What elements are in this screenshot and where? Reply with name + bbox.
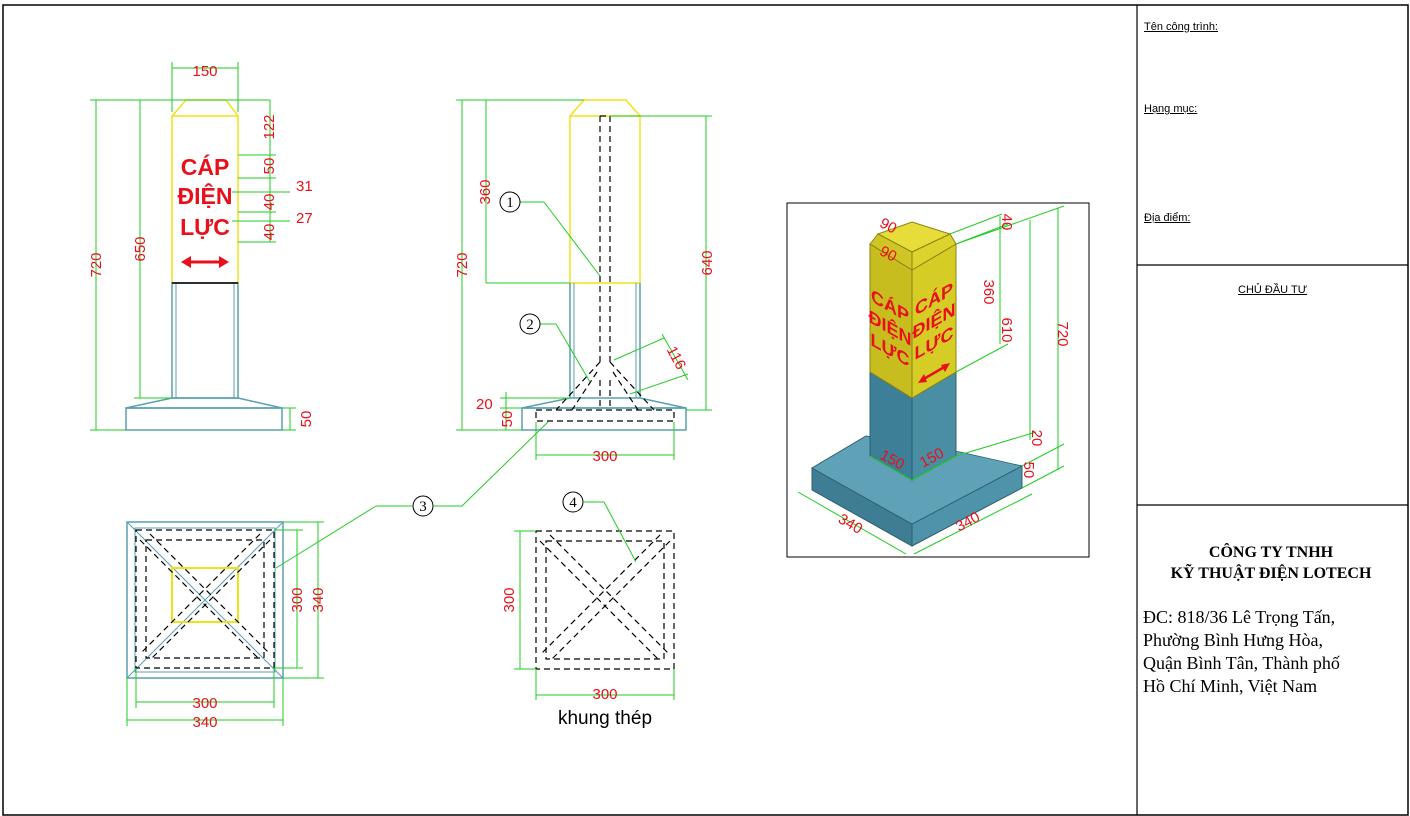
front-sign-line-1: CÁP: [181, 153, 230, 180]
callout-3-circle: [412, 495, 434, 517]
side-view: 360 720 640 116 20 50 300 1 2: [454, 99, 716, 465]
callout-4-circle: [562, 491, 584, 513]
company-address: ĐC: 818/36 Lê Trọng Tấn, Phường Bình Hưn…: [1143, 606, 1405, 698]
front-dim-50: 50: [261, 158, 278, 175]
company-name-line-1: CÔNG TY TNHH: [1208, 544, 1334, 561]
side-dim-20: 20: [476, 396, 493, 413]
category-label: Hạng mục:: [1144, 103, 1198, 115]
iso-dim-610: 610: [998, 317, 1015, 342]
front-dim-base-50: 50: [298, 411, 315, 428]
frame-view: 300 300 4 khung thép: [501, 491, 675, 729]
plan-dim-340h: 340: [192, 714, 217, 731]
company-name-line-2: KỸ THUẬT ĐIỆN LOTECH: [1170, 565, 1372, 582]
front-dim-720: 720: [88, 252, 105, 277]
iso-dim-90a: 90: [877, 215, 900, 238]
address-line-2: Phường Bình Hưng Hòa,: [1143, 630, 1324, 650]
callout-1: 1: [506, 195, 514, 211]
callout-2: 2: [526, 317, 534, 333]
iso-dim-90b: 90: [877, 243, 900, 266]
plan-dim-340v: 340: [310, 587, 327, 612]
side-dim-360: 360: [477, 179, 494, 204]
iso-dim-360: 360: [980, 279, 997, 304]
front-sign-line-2: ĐIỆN: [178, 182, 233, 209]
title-block-frame: [1136, 5, 1408, 815]
sheet-border: [2, 4, 1409, 816]
front-dim-31: 31: [296, 178, 313, 195]
plan-dim-300v: 300: [289, 587, 306, 612]
callout-4: 4: [569, 495, 577, 511]
side-dim-640: 640: [699, 250, 716, 275]
side-dim-50: 50: [499, 411, 516, 428]
front-view: CÁP ĐIỆN LỰC: [88, 62, 315, 431]
callout-3: 3: [419, 499, 427, 515]
iso-arrow-icon: [918, 363, 950, 383]
front-dim-27: 27: [296, 210, 313, 227]
iso-dim-40: 40: [998, 214, 1015, 231]
project-name-label: Tên công trình:: [1144, 21, 1218, 33]
location-label: Địa điểm:: [1144, 212, 1191, 224]
frame-dim-300h: 300: [592, 686, 617, 703]
callout-1-circle: [499, 191, 521, 213]
iso-view: CÁP ĐIỆN LỰC CÁP ĐIỆN LỰC 90: [786, 202, 1090, 558]
address-line-3: Quận Bình Tân, Thành phố: [1143, 653, 1340, 673]
front-dim-150: 150: [192, 63, 217, 80]
owner-label: CHỦ ĐẦU TƯ: [1238, 284, 1308, 296]
address-line-4: Hồ Chí Minh, Việt Nam: [1143, 676, 1318, 696]
side-dim-116: 116: [663, 343, 689, 372]
plan-dim-300h: 300: [192, 695, 217, 712]
front-dim-40a: 40: [261, 194, 278, 211]
callout-2-circle: [519, 313, 541, 335]
frame-caption: khung thép: [558, 708, 652, 729]
side-dim-300: 300: [592, 448, 617, 465]
double-arrow-icon: [181, 256, 229, 268]
plan-view: 300 340 300 340 3: [126, 421, 549, 731]
iso-dim-720: 720: [1054, 321, 1071, 346]
front-dim-122: 122: [261, 114, 278, 139]
side-dim-720: 720: [454, 252, 471, 277]
frame-dim-300v: 300: [501, 587, 518, 612]
front-dim-650: 650: [132, 236, 149, 261]
front-sign-line-3: LỰC: [180, 214, 230, 240]
iso-dim-50: 50: [1020, 462, 1037, 479]
address-line-1: ĐC: 818/36 Lê Trọng Tấn,: [1143, 607, 1336, 627]
front-dim-40b: 40: [261, 224, 278, 241]
iso-dim-20: 20: [1028, 430, 1045, 447]
